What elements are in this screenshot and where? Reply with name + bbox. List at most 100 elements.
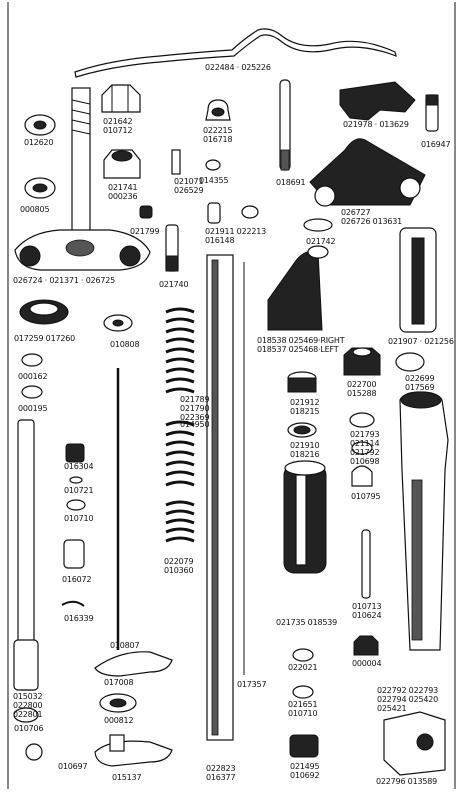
washer-012620-hole — [33, 120, 47, 130]
label-000812: 000812 — [104, 716, 134, 725]
label-016072: 016072 — [62, 575, 92, 584]
ring-021912 — [287, 377, 317, 393]
washer-021651 — [292, 685, 314, 699]
stanchion-022823 — [206, 254, 234, 741]
bolt-021740-head — [165, 255, 179, 272]
plate-015137-boss — [109, 734, 125, 752]
handlebar — [74, 28, 397, 78]
damper-body — [13, 639, 39, 691]
plate-015137 — [94, 740, 173, 767]
label-010710-a: 010710 — [64, 514, 94, 523]
label-022484: 022484 · 025226 — [205, 63, 271, 72]
label-017008: 017008 — [104, 678, 134, 687]
nut-021799 — [139, 205, 153, 219]
washer-000812-hole — [109, 698, 127, 708]
upper-yoke-right-bore — [399, 177, 421, 199]
pin-021071 — [171, 149, 181, 175]
label-010795: 010795 — [351, 492, 381, 501]
label-015137: 015137 — [112, 773, 142, 782]
washer-010706 — [13, 707, 39, 723]
seal-021793 — [349, 412, 375, 428]
slider-022792 — [399, 391, 449, 651]
pin-010713 — [361, 529, 371, 599]
ring-022699 — [395, 352, 425, 372]
stanchion-022823-highlight — [211, 259, 219, 736]
ring-000162 — [21, 353, 43, 367]
ring-021910-hole — [293, 425, 311, 435]
label-014355: 014355 — [199, 176, 229, 185]
bolt-016947-head — [425, 94, 439, 106]
label-022021: 022021 — [288, 663, 318, 672]
label-016947: 016947 — [421, 140, 451, 149]
label-021978: 021978 · 013629 — [343, 120, 409, 129]
label-010807: 010807 — [110, 641, 140, 650]
nut-000004 — [353, 635, 379, 656]
spring-022079 — [165, 500, 195, 543]
clip-016339 — [61, 600, 85, 607]
label-016304: 016304 — [64, 462, 94, 471]
upper-yoke-left-bore — [314, 185, 336, 207]
slider-022792-highlight — [411, 479, 423, 641]
cap-022215-hole — [211, 107, 225, 117]
slider-022792-mouth — [400, 391, 442, 409]
label-018691: 018691 — [276, 178, 306, 187]
bolt-010795 — [351, 465, 373, 487]
fork-end-022796 — [383, 711, 446, 776]
label-016339: 016339 — [64, 614, 94, 623]
lower-yoke-center — [65, 239, 95, 257]
shroud-021735-top — [284, 460, 326, 476]
ring-022021 — [292, 648, 314, 662]
rod-018691-end — [280, 149, 290, 171]
ring-021742 — [303, 218, 333, 232]
label-012620: 012620 — [24, 138, 54, 147]
label-017357: 017357 — [237, 680, 267, 689]
label-010721: 010721 — [64, 486, 94, 495]
lamp-bracket-top — [307, 245, 329, 259]
label-014950: 014950 — [180, 420, 210, 429]
label-010706: 010706 — [14, 724, 44, 733]
label-000195: 000195 — [18, 404, 48, 413]
ring-000195 — [21, 385, 43, 399]
washer-014355 — [205, 159, 221, 171]
screw-010697 — [25, 743, 43, 761]
spacer-022213 — [241, 205, 259, 219]
label-010697: 010697 — [58, 762, 88, 771]
washer-021792 — [351, 441, 373, 455]
stem-thread — [71, 99, 91, 135]
label-021740: 021740 — [159, 280, 189, 289]
spring-021789 — [165, 307, 195, 394]
nut-016304 — [65, 443, 85, 463]
label-010808: 010808 — [110, 340, 140, 349]
label-000162: 000162 — [18, 372, 48, 381]
washer-010710 — [66, 499, 86, 511]
plate-017008 — [94, 651, 173, 677]
fork-end-022796-bore — [416, 733, 434, 751]
label-022796: 022796 013589 — [376, 777, 438, 786]
spring-014950 — [165, 420, 195, 487]
label-021907: 021907 · 021256 — [388, 337, 454, 346]
label-000805: 000805 — [20, 205, 50, 214]
nut-021741-hole — [111, 150, 133, 162]
lower-yoke-right-bore — [119, 245, 141, 267]
nut-022700-top — [352, 347, 372, 357]
spacer-021911 — [207, 202, 221, 224]
